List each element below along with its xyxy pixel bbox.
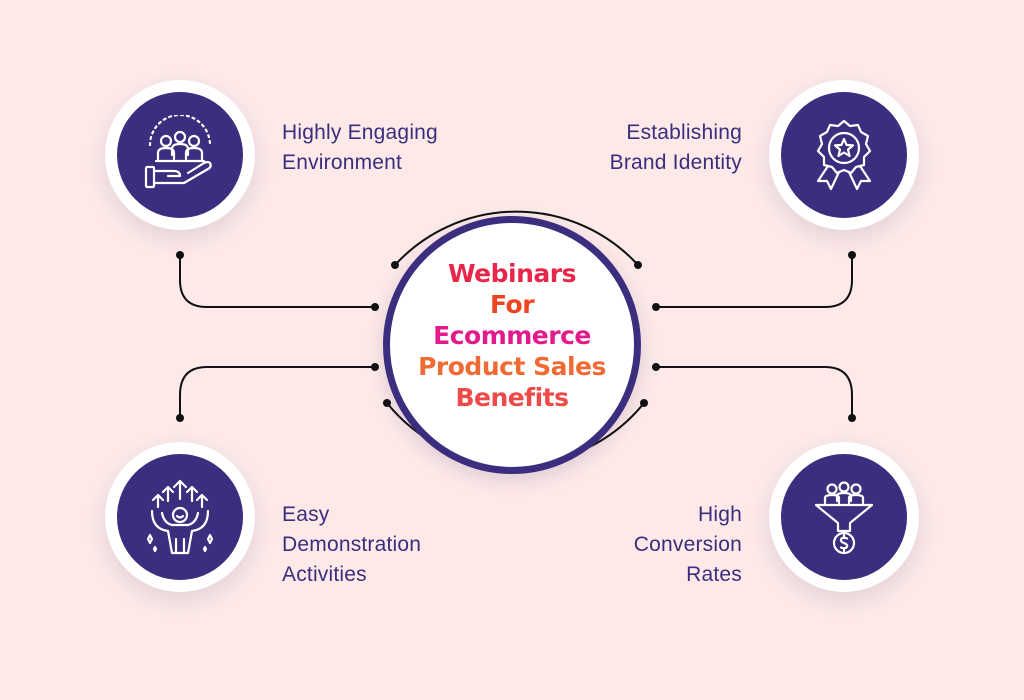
connector-dot	[652, 363, 660, 371]
benefit-label-line: Highly Engaging	[282, 121, 438, 144]
benefit-label-engaging-environment: Highly Engaging Environment	[282, 118, 438, 178]
benefit-node-disc	[117, 92, 243, 218]
benefit-node-brand-identity	[769, 80, 919, 230]
benefit-label-line: Rates	[686, 563, 742, 586]
center-title-line: Ecommerce	[433, 321, 591, 350]
sales-funnel-icon	[814, 481, 874, 555]
orbit-dot	[383, 399, 391, 407]
cheering-person-icon	[146, 479, 214, 555]
benefit-label-brand-identity: Establishing Brand Identity	[560, 118, 742, 178]
benefit-label-line: Brand Identity	[609, 151, 742, 174]
benefit-label-easy-demonstration: Easy Demonstration Activities	[282, 500, 421, 590]
benefit-node-high-conversion	[769, 442, 919, 592]
benefit-label-line: Environment	[282, 151, 403, 174]
benefit-label-line: High	[698, 503, 742, 526]
center-hub-circle	[383, 216, 641, 474]
connector-top-right	[656, 255, 853, 308]
connector-dot	[371, 363, 379, 371]
connector-dot	[848, 414, 856, 422]
benefit-label-line: Activities	[282, 563, 367, 586]
benefit-label-line: Establishing	[626, 121, 742, 144]
benefit-label-high-conversion: High Conversion Rates	[560, 500, 742, 590]
center-title-line: Benefits	[455, 383, 569, 412]
benefit-node-disc	[781, 92, 907, 218]
connector-dot	[176, 414, 184, 422]
connector-top-left	[179, 255, 375, 308]
benefit-node-easy-demonstration	[105, 442, 255, 592]
benefit-label-line: Demonstration	[282, 533, 422, 556]
connector-dot	[848, 251, 856, 259]
benefit-node-disc	[781, 454, 907, 580]
center-title-line: For	[489, 290, 535, 319]
connector-dot	[652, 303, 660, 311]
benefit-label-line: Conversion	[633, 533, 742, 556]
award-badge-icon	[816, 119, 872, 191]
benefit-node-engaging-environment	[105, 80, 255, 230]
center-title-line: Webinars	[448, 259, 576, 288]
center-title-line: Product Sales	[418, 352, 606, 381]
group-in-hand-icon	[144, 115, 212, 189]
connector-dot	[176, 251, 184, 259]
orbit-arc-top	[394, 210, 639, 266]
connector-dot	[371, 303, 379, 311]
connector-bottom-left	[179, 366, 375, 418]
orbit-dot	[640, 399, 648, 407]
orbit-dot	[391, 261, 399, 269]
benefit-node-disc	[117, 454, 243, 580]
benefit-label-line: Easy	[282, 503, 330, 526]
orbit-dot	[634, 261, 642, 269]
connector-bottom-right	[656, 366, 853, 418]
center-title: Webinars For Ecommerce Product Sales Ben…	[398, 258, 626, 413]
